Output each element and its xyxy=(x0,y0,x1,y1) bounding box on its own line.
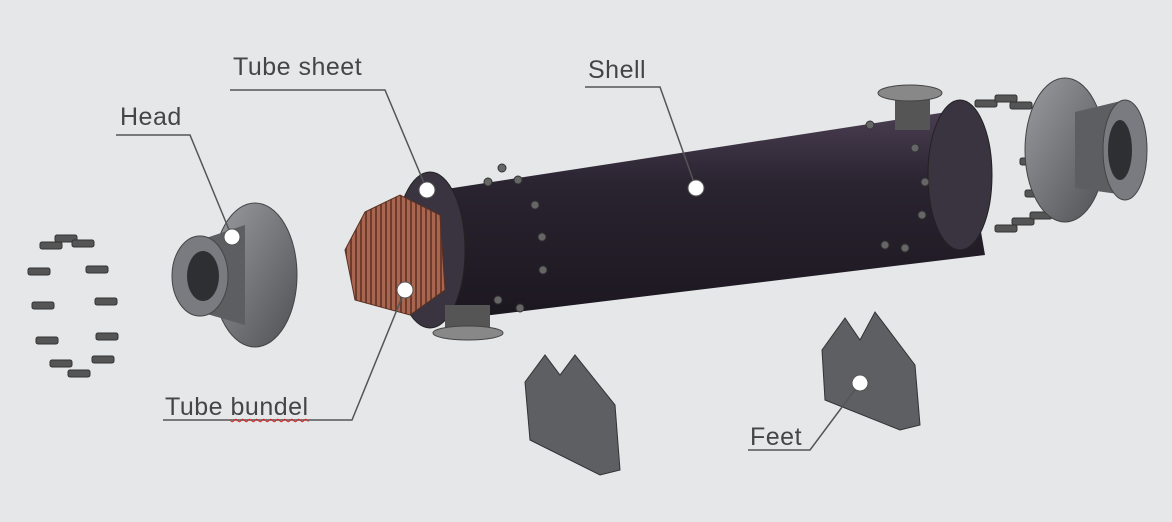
label-head: Head xyxy=(120,103,182,131)
label-tube-bundel: Tube bundel xyxy=(165,393,309,422)
label-tube-sheet: Tube sheet xyxy=(233,53,363,81)
leader-lines xyxy=(116,86,861,451)
callout-markers xyxy=(223,179,869,392)
head-left xyxy=(171,202,298,348)
bolts-left xyxy=(27,234,119,378)
head-right xyxy=(1024,77,1148,223)
label-tube-bundel-word1: Tube xyxy=(165,393,224,421)
label-feet: Feet xyxy=(750,423,803,451)
label-tube-bundel-word2: bundel xyxy=(230,393,309,421)
label-shell: Shell xyxy=(588,56,647,84)
saddle-feet xyxy=(524,311,921,476)
tube-bundle xyxy=(344,194,446,316)
shell-body xyxy=(394,84,993,341)
